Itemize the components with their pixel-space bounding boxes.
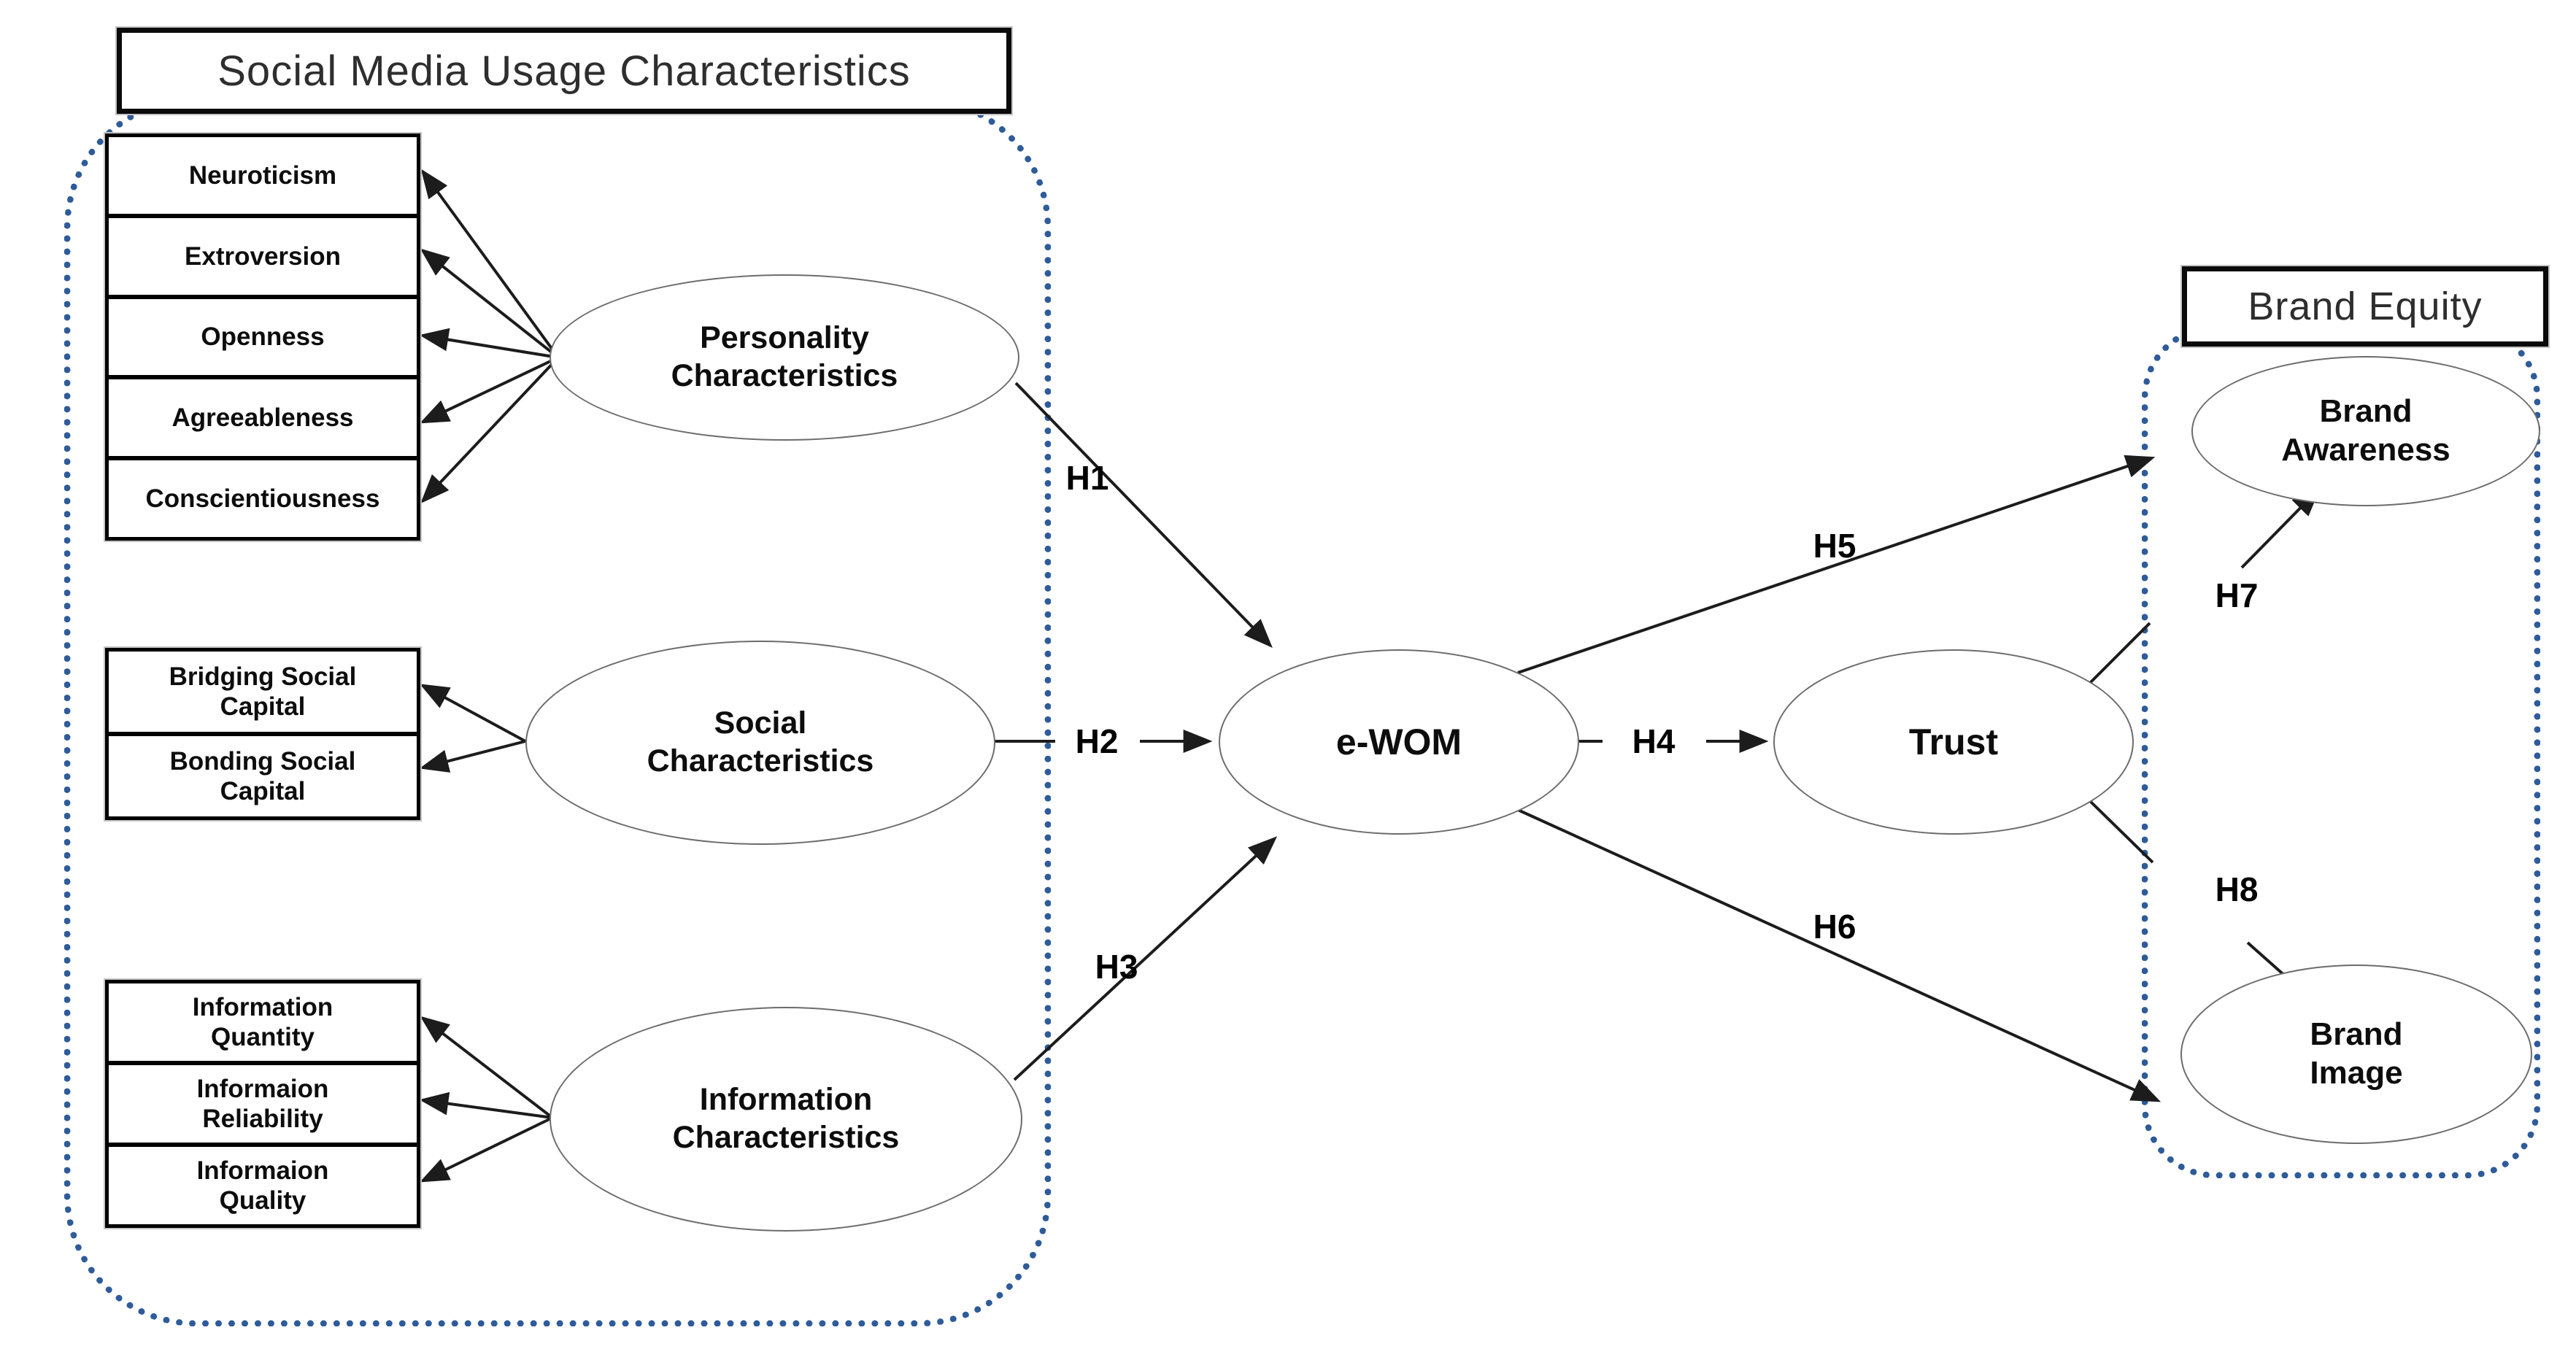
- indicator-information-quantity: Information Quantity: [109, 983, 417, 1065]
- arrow-social-bridging: [420, 684, 526, 743]
- arrow-information-quantity: [420, 1016, 554, 1119]
- indicator-bridging-social-capital: Bridging Social Capital: [109, 652, 417, 736]
- node-information-characteristics: Information Characteristics: [549, 1007, 1022, 1232]
- node-brand-awareness: Brand Awareness: [2191, 356, 2540, 506]
- connector-h3: [1013, 836, 1278, 1081]
- hypothesis-label-h1: H1: [1065, 459, 1109, 497]
- indicator-information-quality: Informaion Quality: [196, 1156, 329, 1215]
- indicator-extroversion: Extroversion: [109, 218, 417, 299]
- arrow-information-quality: [419, 1116, 553, 1183]
- connector-h5: [1517, 455, 2156, 674]
- indicator-bonding-social-capital: Bonding Social Capital: [169, 746, 356, 805]
- hypothesis-label-h7: H7: [2215, 576, 2259, 614]
- connector-h7-stub: [2086, 622, 2151, 687]
- hypothesis-label-h5: H5: [1813, 527, 1856, 565]
- social-media-usage-title: Social Media Usage Characteristics: [115, 26, 1013, 115]
- personality-indicator-group: Neuroticism Extroversion Openness Agreea…: [104, 132, 422, 542]
- node-personality-characteristics: Personality Characteristics: [549, 274, 1019, 441]
- indicator-openness: Openness: [109, 299, 417, 380]
- arrow-social-bonding: [419, 740, 526, 773]
- connector-h8-stub: [2087, 798, 2154, 864]
- node-trust: Trust: [1773, 649, 2134, 835]
- indicator-neuroticism: Neuroticism: [109, 137, 417, 218]
- social-indicator-group: Bridging Social Capital Bonding Social C…: [104, 646, 422, 822]
- hypothesis-label-h8: H8: [2215, 870, 2259, 908]
- node-brand-image: Brand Image: [2180, 965, 2532, 1144]
- arrow-personality-openness: [419, 328, 559, 359]
- indicator-conscientiousness: Conscientiousness: [145, 484, 380, 513]
- arrow-information-reliability: [419, 1091, 553, 1119]
- node-social-characteristics: Social Characteristics: [525, 641, 995, 845]
- arrow-personality-conscientiousness: [420, 356, 560, 504]
- information-indicator-group: Information Quantity Informaion Reliabil…: [104, 978, 422, 1229]
- hypothesis-label-h2: H2: [1075, 722, 1119, 760]
- connector-h1: [1014, 382, 1273, 649]
- connector-h7: [2240, 487, 2321, 569]
- indicator-information-reliability: Informaion Reliability: [109, 1065, 417, 1147]
- hypothesis-label-h4: H4: [1632, 722, 1675, 760]
- arrow-personality-extroversion: [420, 248, 560, 359]
- hypothesis-label-h3: H3: [1095, 948, 1138, 986]
- indicator-agreeableness: Agreeableness: [109, 379, 417, 461]
- node-ewom: e-WOM: [1219, 649, 1579, 835]
- arrow-personality-agreeableness: [419, 356, 559, 424]
- brand-equity-title: Brand Equity: [2180, 265, 2550, 348]
- hypothesis-label-h6: H6: [1813, 908, 1856, 946]
- connector-h6: [1517, 808, 2162, 1102]
- arrow-personality-neuroticism: [420, 169, 560, 359]
